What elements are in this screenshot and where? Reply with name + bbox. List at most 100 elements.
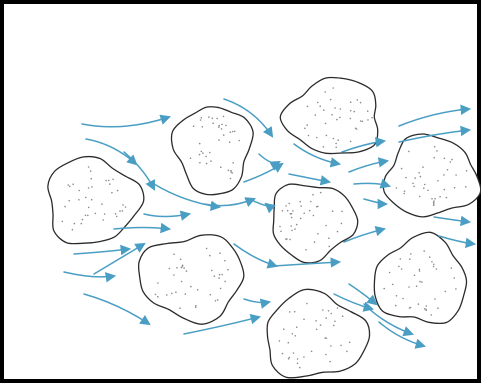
grain-speckle [323, 146, 325, 148]
flow-arrow-21 [289, 174, 329, 182]
grain-speckle [199, 143, 201, 145]
grain-speckle [433, 157, 435, 159]
grain-group [48, 77, 481, 377]
grain-speckle [69, 186, 71, 188]
grain-speckle [190, 157, 192, 159]
flow-arrow-6 [259, 154, 279, 163]
grain-speckle [227, 269, 229, 271]
grain-speckle [232, 162, 234, 164]
grain-speckle [157, 282, 159, 284]
flow-arrow-7 [244, 164, 282, 182]
grain-speckle [408, 286, 410, 288]
grain-speckle [210, 160, 212, 162]
grain-speckle [398, 266, 400, 268]
grain-speckle [299, 367, 301, 369]
grain-speckle [289, 357, 291, 359]
grain-speckle [291, 217, 293, 219]
grain-speckle [333, 325, 335, 327]
grain-speckle [85, 215, 87, 217]
grain-speckle [294, 311, 296, 313]
grain-speckle [209, 255, 211, 257]
grain-speckle [72, 229, 74, 231]
grain-speckle [325, 354, 327, 356]
grain-speckle [419, 270, 421, 272]
grain-speckle [356, 128, 358, 130]
grain-speckle [306, 124, 308, 126]
grain-1 [48, 157, 144, 244]
grain-speckle [288, 342, 290, 344]
grain-speckle [211, 270, 213, 272]
grain-speckle [337, 139, 339, 141]
grain-speckle [424, 308, 426, 310]
grain-speckle [169, 268, 171, 270]
grain-speckle [433, 266, 435, 268]
grain-speckle [306, 303, 308, 305]
grain-speckle [300, 218, 302, 220]
grain-speckle [279, 226, 281, 228]
grain-speckle [90, 178, 92, 180]
grain-speckle [175, 291, 177, 293]
grain-speckle [340, 345, 342, 347]
grain-speckle [437, 180, 439, 182]
grain-speckle [202, 152, 204, 154]
grain-speckle [451, 267, 453, 269]
grain-speckle [303, 319, 305, 321]
grain-speckle [323, 109, 325, 111]
grain-speckle [214, 275, 216, 277]
grain-speckle [466, 170, 468, 172]
grain-speckle [221, 124, 223, 126]
grain-speckle [413, 186, 415, 188]
grain-speckle [91, 186, 93, 188]
grain-speckle [122, 204, 124, 206]
grain-speckle [316, 137, 318, 139]
grain-speckle [62, 221, 64, 223]
grain-speckle [289, 239, 291, 241]
flow-arrow-23 [349, 161, 387, 172]
grain-speckle [319, 105, 321, 107]
grain-speckle [293, 352, 295, 354]
grain-speckle [433, 264, 435, 266]
grain-speckle [330, 99, 332, 101]
grain-speckle [217, 299, 219, 301]
grain-speckle [322, 309, 324, 311]
grain-speckle [423, 250, 425, 252]
grain-speckle [223, 134, 225, 136]
grain-speckle [424, 184, 426, 186]
grain-speckle [404, 190, 406, 192]
grain-speckle [223, 116, 225, 118]
grain-speckle [409, 258, 411, 260]
grain-speckle [200, 119, 202, 121]
grain-speckle [445, 291, 447, 293]
grain-speckle [105, 180, 107, 182]
grain-speckle [311, 351, 313, 353]
grain-speckle [230, 131, 232, 133]
grain-speckle [238, 140, 240, 142]
grain-speckle [116, 216, 118, 218]
grain-speckle [229, 141, 231, 143]
grain-speckle [317, 206, 319, 208]
grain-6 [139, 235, 244, 324]
grain-speckle [283, 328, 285, 330]
grain-speckle [383, 288, 385, 290]
grain-speckle [125, 206, 127, 208]
grain-speckle [451, 159, 453, 161]
grain-speckle [331, 313, 333, 315]
grain-speckle [90, 170, 92, 172]
grain-speckle [206, 248, 208, 250]
grain-7 [374, 232, 466, 323]
grain-speckle [220, 166, 222, 168]
grain-speckle [434, 198, 436, 200]
grain-speckle [342, 315, 344, 317]
grain-speckle [416, 285, 418, 287]
grain-speckle [181, 267, 183, 269]
grain-speckle [303, 213, 305, 215]
grain-speckle [183, 267, 185, 269]
grain-speckle [218, 126, 220, 128]
grain-speckle [176, 267, 178, 269]
grain-speckle [444, 158, 446, 160]
grain-speckle [307, 106, 309, 108]
grain-speckle [431, 314, 433, 316]
grain-speckle [186, 270, 188, 272]
grain-speckle [218, 139, 220, 141]
grain-speckle [282, 353, 284, 355]
